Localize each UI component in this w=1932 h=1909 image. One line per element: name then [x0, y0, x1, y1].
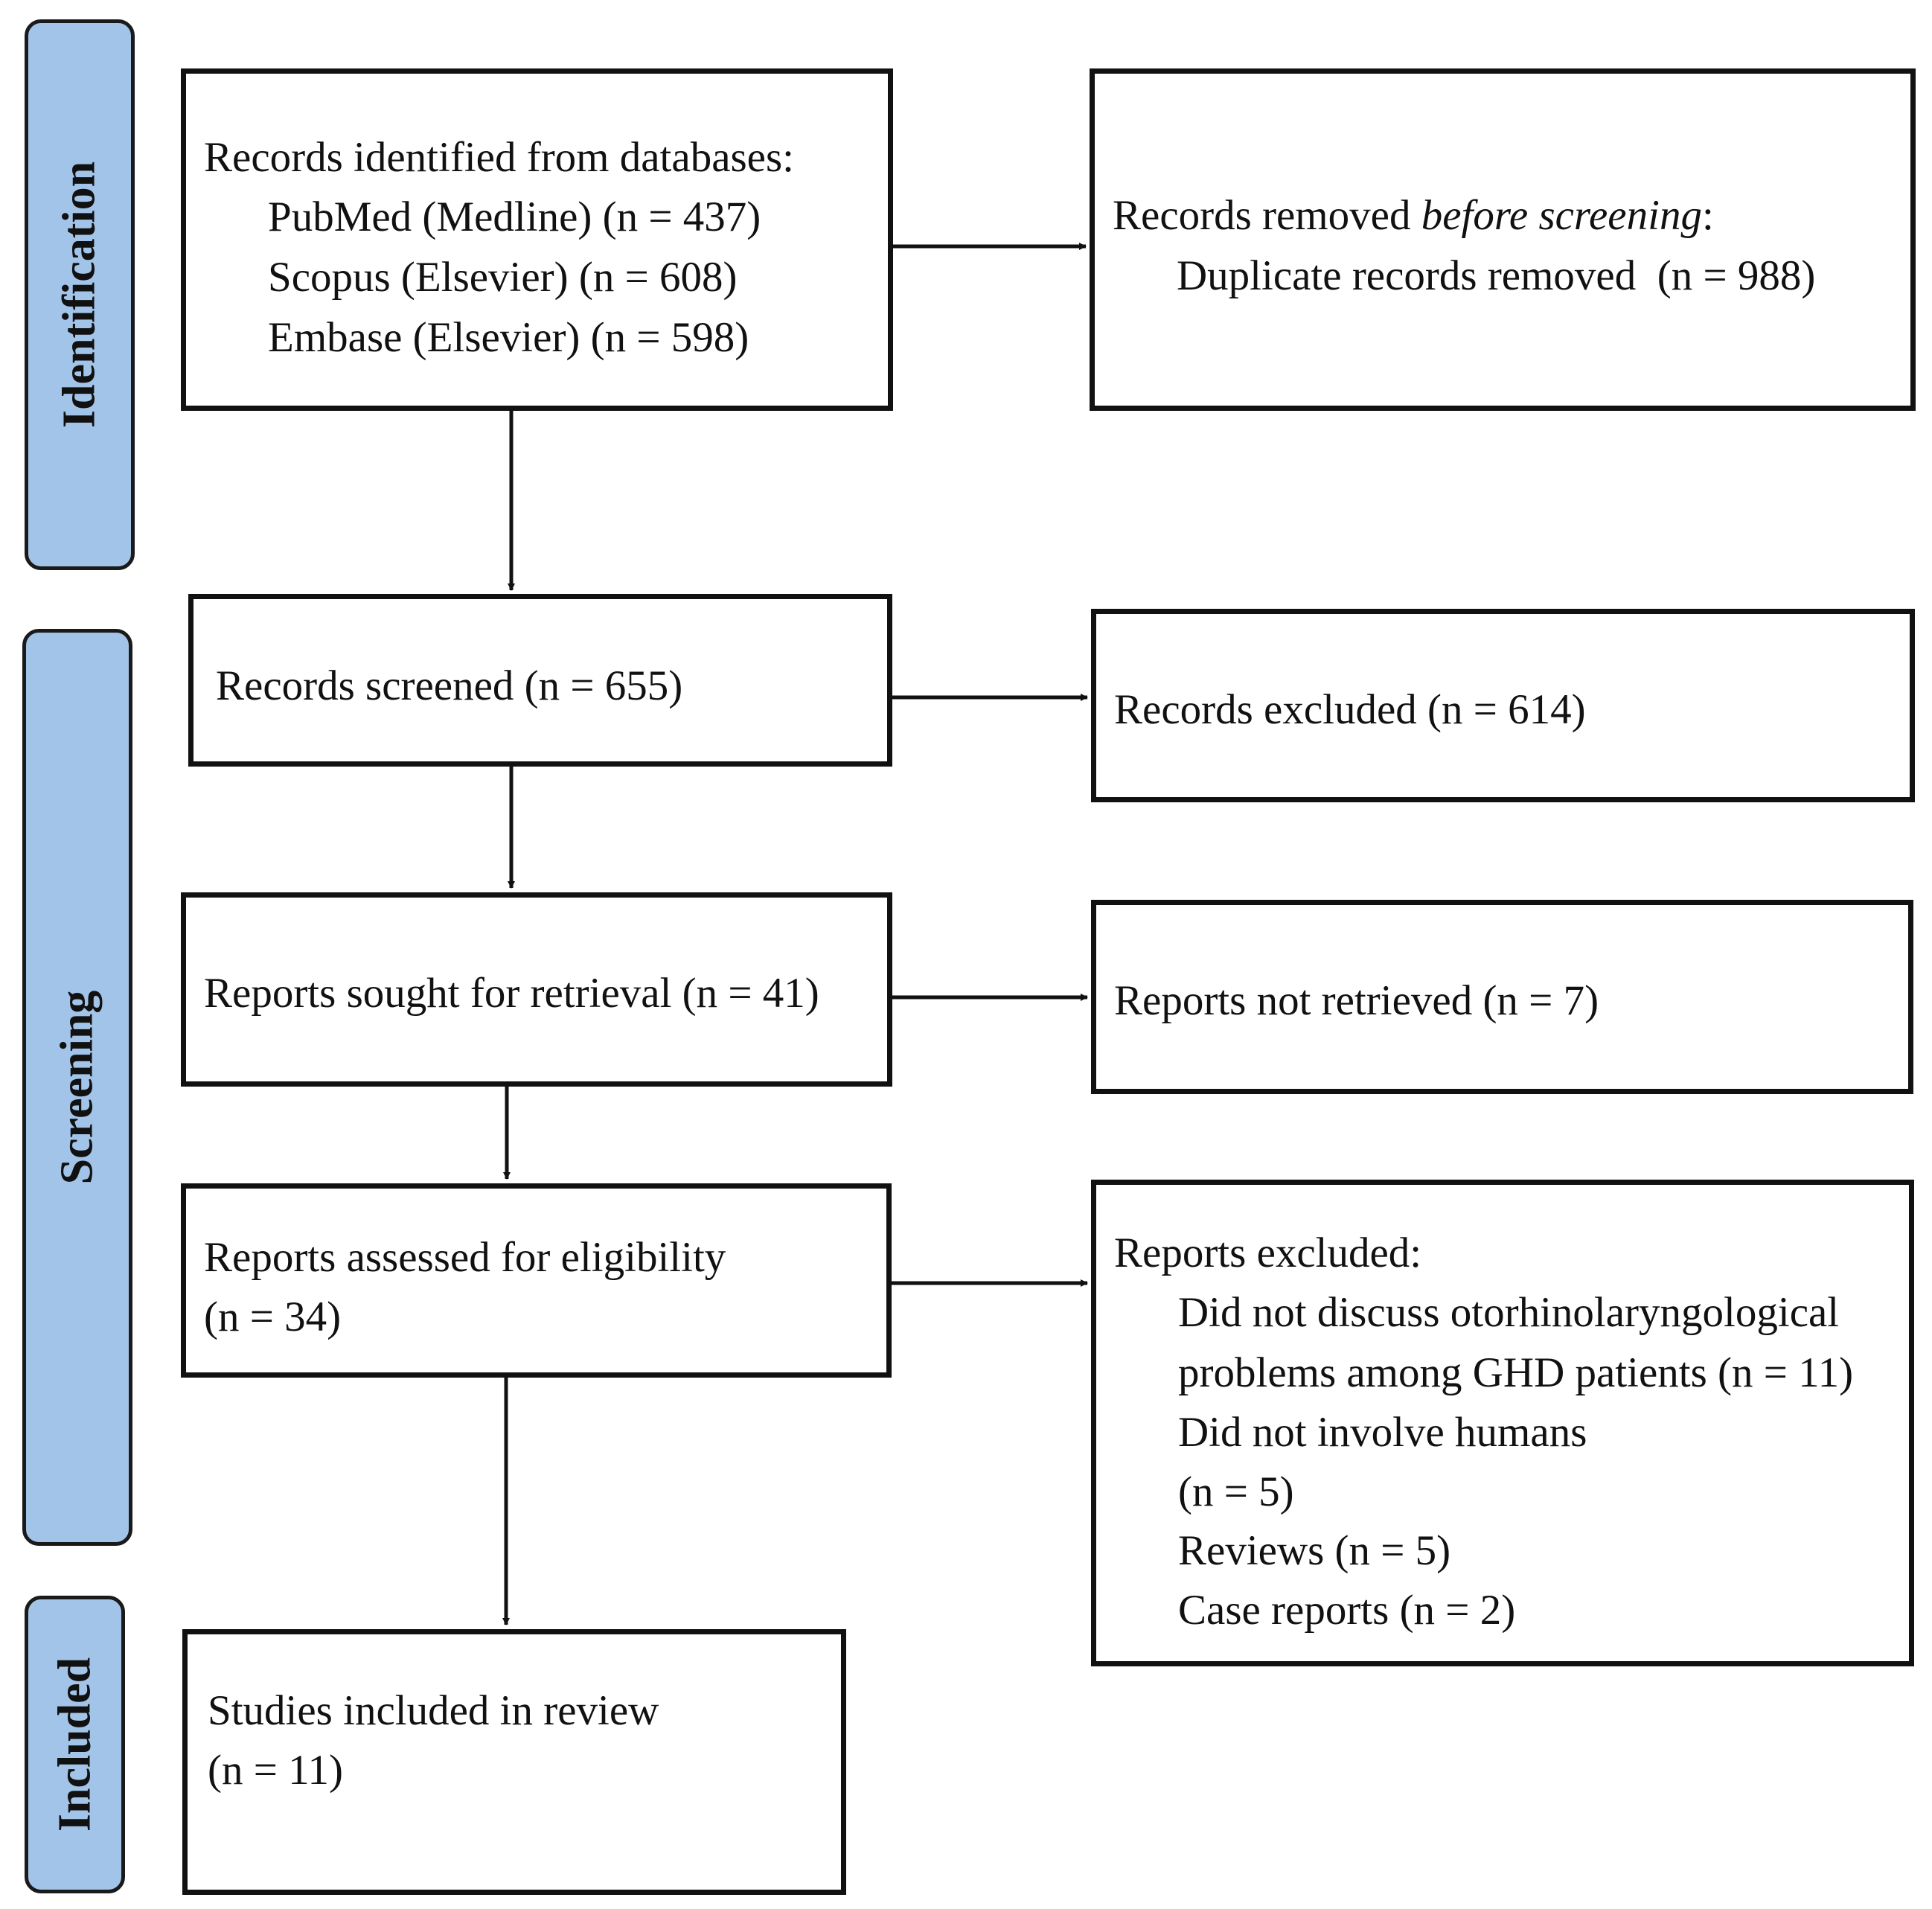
- phase-screening: Screening: [22, 629, 132, 1546]
- source-scopus: Scopus (Elsevier) (n = 608): [268, 254, 738, 301]
- studies-included-line1: Studies included in review: [208, 1687, 659, 1734]
- source-pubmed: PubMed (Medline) (n = 437): [268, 194, 761, 240]
- reports-assessed-box: Reports assessed for eligibility (n = 34…: [181, 1183, 892, 1378]
- reports-sought-text: Reports sought for retrieval (n = 41): [204, 970, 819, 1017]
- reports-not-retrieved-box: Reports not retrieved (n = 7): [1091, 900, 1913, 1094]
- studies-included-line2: (n = 11): [208, 1747, 343, 1794]
- reports-excluded-box: Reports excluded: Did not discuss otorhi…: [1091, 1180, 1914, 1666]
- phase-included: Included: [25, 1596, 125, 1893]
- records-screened-text: Records screened (n = 655): [216, 662, 683, 709]
- reports-excluded-reason: problems among GHD patients (n = 11): [1178, 1349, 1854, 1396]
- studies-included-box: Studies included in review (n = 11): [182, 1629, 846, 1895]
- reports-excluded-reason: Did not involve humans: [1178, 1409, 1587, 1456]
- reports-not-retrieved-text: Reports not retrieved (n = 7): [1114, 977, 1599, 1024]
- phase-identification: Identification: [25, 19, 135, 570]
- records-removed-heading: Records removed before screening:: [1113, 192, 1714, 239]
- reports-excluded-heading: Reports excluded:: [1114, 1230, 1422, 1276]
- reports-assessed-line1: Reports assessed for eligibility: [204, 1234, 726, 1281]
- reports-excluded-reason: Reviews (n = 5): [1178, 1527, 1451, 1574]
- reports-sought-box: Reports sought for retrieval (n = 41): [181, 892, 892, 1087]
- records-identified-heading: Records identified from databases:: [204, 134, 794, 181]
- records-excluded-box: Records excluded (n = 614): [1091, 609, 1915, 802]
- reports-excluded-reason: (n = 5): [1178, 1468, 1294, 1515]
- records-identified-box: Records identified from databases: PubMe…: [181, 68, 893, 411]
- reports-assessed-line2: (n = 34): [204, 1294, 342, 1340]
- reports-excluded-reason: Did not discuss otorhinolaryngological: [1178, 1289, 1840, 1336]
- records-screened-box: Records screened (n = 655): [188, 594, 892, 767]
- duplicates-removed: Duplicate records removed (n = 988): [1177, 252, 1816, 299]
- source-embase: Embase (Elsevier) (n = 598): [268, 314, 749, 361]
- records-excluded-text: Records excluded (n = 614): [1114, 686, 1586, 733]
- records-removed-box: Records removed before screening: Duplic…: [1090, 68, 1916, 411]
- reports-excluded-reason: Case reports (n = 2): [1178, 1587, 1516, 1634]
